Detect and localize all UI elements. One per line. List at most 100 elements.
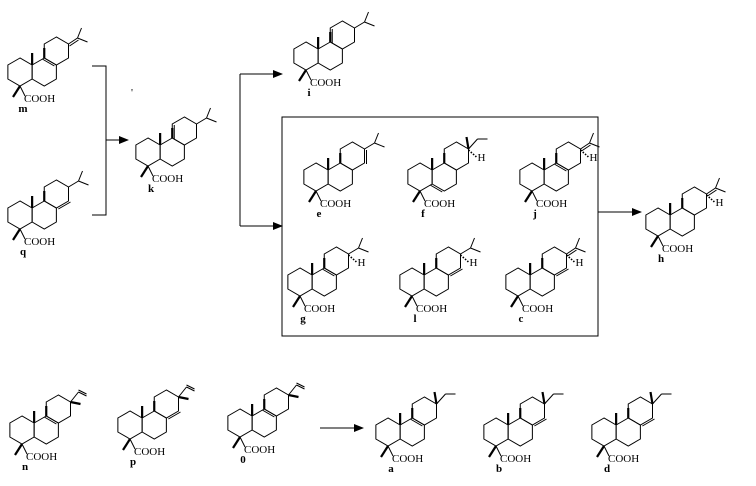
bond: [78, 389, 87, 395]
ring: [681, 186, 707, 216]
ring: [227, 408, 253, 438]
cooh-text-n: COOH: [26, 451, 58, 463]
methyl-bond: [232, 436, 241, 449]
bond: [296, 384, 305, 390]
methyl-bond: [649, 391, 654, 405]
bond: [178, 386, 187, 398]
bond: [652, 393, 662, 405]
double-bond: [553, 163, 567, 172]
ring: [31, 200, 57, 230]
double-bond: [534, 418, 547, 427]
bond: [70, 391, 79, 403]
ring: [443, 141, 469, 171]
ring: [263, 387, 289, 417]
compound-label-e: e: [316, 208, 322, 220]
double-bond: [429, 184, 443, 193]
carboxyl-bond: [305, 69, 312, 81]
carboxyl-bond: [531, 190, 538, 202]
methyl-bond: [292, 295, 301, 308]
ring: [153, 389, 179, 419]
methyl-bond: [12, 228, 21, 241]
carboxyl-bond: [21, 443, 28, 455]
bond: [580, 142, 590, 150]
h-atom-g: H: [357, 257, 366, 269]
arrows-layer: [92, 65, 642, 432]
ring: [327, 162, 353, 192]
double-bond: [450, 268, 463, 277]
ring: [627, 396, 653, 426]
bond: [77, 37, 88, 43]
carboxyl-bond: [657, 235, 664, 247]
h-atom-j: H: [589, 152, 598, 164]
methyl-bond: [510, 295, 519, 308]
cooh-text-p: COOH: [134, 446, 166, 458]
bond: [364, 21, 375, 27]
ring: [7, 200, 33, 230]
bond: [364, 11, 369, 23]
ring: [407, 162, 433, 192]
ring: [399, 267, 425, 297]
ring: [543, 162, 569, 192]
bond: [470, 247, 481, 253]
bond: [196, 117, 207, 125]
bond: [77, 27, 82, 39]
ring: [171, 116, 197, 146]
bond: [68, 37, 78, 45]
ring: [483, 417, 509, 447]
cooh-text-k: COOH: [152, 173, 184, 185]
bond: [460, 247, 471, 255]
compound-label-k: k: [147, 183, 155, 195]
ring: [43, 36, 69, 66]
compound-label-l: l: [413, 313, 417, 325]
ring: [555, 141, 581, 171]
ring: [141, 410, 167, 440]
methyl-bond: [524, 190, 533, 203]
cooh-text-f: COOH: [424, 198, 456, 210]
methyl-bond: [298, 69, 307, 82]
ring: [529, 267, 555, 297]
cooh-text-a: COOH: [392, 453, 424, 465]
methyl-bond: [288, 393, 299, 399]
bond: [715, 177, 720, 189]
double-bond: [261, 409, 275, 418]
bond: [358, 247, 369, 253]
ring: [303, 162, 329, 192]
carboxyl-bond: [19, 85, 26, 97]
bond: [348, 247, 359, 255]
compound-label-b: b: [495, 463, 503, 475]
carboxyl-bond: [19, 228, 26, 240]
carboxyl-bond: [517, 295, 524, 307]
compound-label-m: m: [18, 103, 28, 115]
methyl-bond: [70, 400, 81, 406]
compound-label-c: c: [518, 313, 524, 325]
ring: [159, 137, 185, 167]
methyl-bond: [465, 136, 470, 150]
bond: [288, 384, 297, 396]
carboxyl-bond: [495, 445, 502, 457]
bond: [468, 138, 478, 150]
cooh-text-m: COOH: [24, 93, 56, 105]
h-atom-f: H: [477, 152, 486, 164]
methyl-bond: [412, 190, 421, 203]
cooh-text-e: COOH: [320, 198, 352, 210]
double-bond: [41, 58, 55, 67]
ring: [9, 415, 35, 445]
ring: [431, 162, 457, 192]
carboxyl-bond: [387, 445, 394, 457]
carboxyl-bond: [129, 438, 136, 450]
cooh-text-c: COOH: [522, 303, 554, 315]
compound-label-h: h: [657, 253, 665, 265]
bond: [567, 249, 577, 257]
double-bond: [409, 418, 423, 427]
bond: [358, 237, 363, 249]
methyl-bond: [12, 85, 21, 98]
compound-label-f: f: [421, 208, 425, 220]
methyl-bond: [308, 190, 317, 203]
cooh-text-d: COOH: [608, 453, 640, 465]
ring: [7, 57, 33, 87]
bond: [589, 132, 594, 144]
cooh-text-l: COOH: [416, 303, 448, 315]
bond: [707, 189, 717, 197]
carboxyl-bond: [315, 190, 322, 202]
